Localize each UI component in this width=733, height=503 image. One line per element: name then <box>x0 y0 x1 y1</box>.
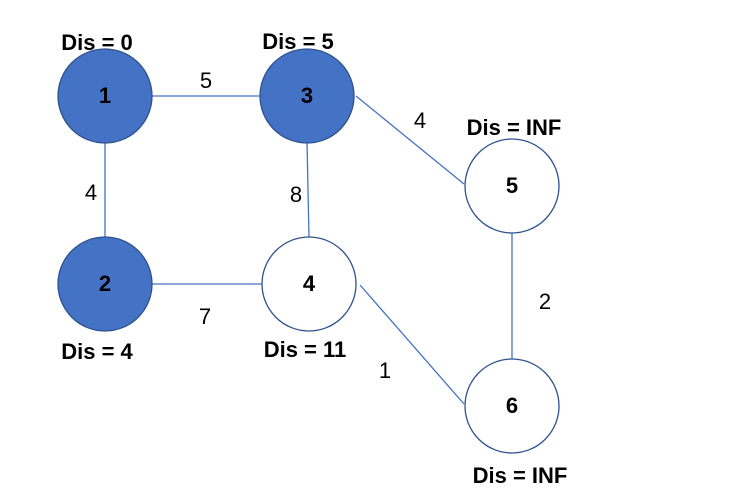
node-label-5: 5 <box>506 173 518 198</box>
edge-weight-3-4: 8 <box>290 182 302 207</box>
edge-3-4 <box>306 140 310 239</box>
node-3 <box>259 48 355 144</box>
edge-4-6 <box>359 284 465 405</box>
node-label-3: 3 <box>301 83 313 108</box>
edge-weight-1-2: 4 <box>85 180 97 205</box>
node-5 <box>464 138 560 234</box>
distance-label-4: Dis = 11 <box>264 337 347 362</box>
distance-label-1: Dis = 0 <box>61 30 133 55</box>
node-label-6: 6 <box>506 393 518 418</box>
distance-label-6: Dis = INF <box>473 463 568 488</box>
edge-3-5 <box>355 95 465 185</box>
node-4 <box>261 236 357 332</box>
edge-weight-2-4: 7 <box>199 304 211 329</box>
edge-weight-4-6: 1 <box>379 358 391 383</box>
edge-weight-5-6: 2 <box>539 289 551 314</box>
node-2 <box>57 236 153 332</box>
distance-label-3: Dis = 5 <box>262 29 334 54</box>
node-label-1: 1 <box>99 83 111 108</box>
distance-label-2: Dis = 4 <box>61 339 133 364</box>
node-6 <box>464 358 560 454</box>
node-label-2: 2 <box>99 271 111 296</box>
edge-weight-3-5: 4 <box>414 108 426 133</box>
node-label-4: 4 <box>303 271 316 296</box>
edge-weight-1-3: 5 <box>200 68 212 93</box>
distance-label-5: Dis = INF <box>467 115 562 140</box>
node-1 <box>57 48 153 144</box>
